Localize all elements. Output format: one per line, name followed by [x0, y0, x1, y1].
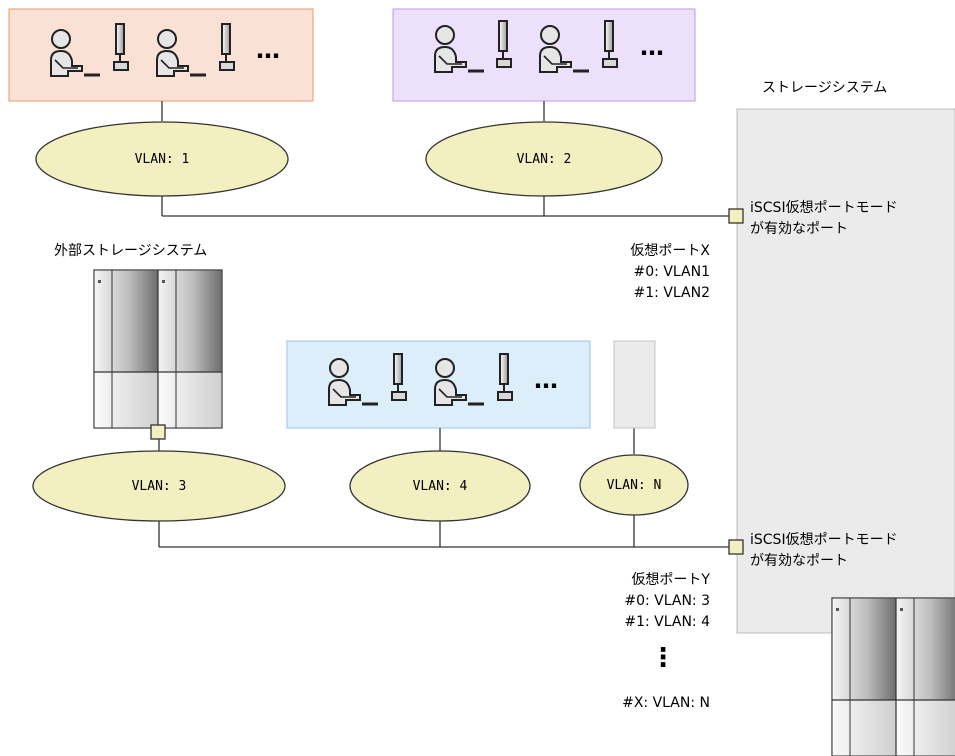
vlan-2-ellipse — [425, 121, 663, 197]
external-storage-rack-icon — [93, 269, 223, 429]
port-x-mode-label-line1: iSCSI仮想ポートモード — [750, 200, 898, 216]
external-storage-title: 外部ストレージシステム — [54, 243, 208, 259]
storage-system-rack-icon — [831, 597, 955, 756]
virtual-port-y-last-entry: #X: VLAN: N — [622, 695, 710, 711]
vlan-4-ellipse — [349, 450, 531, 522]
more-hosts-indicator-1: … — [256, 36, 282, 64]
port-x — [728, 208, 744, 224]
vlan-n-ellipse — [579, 454, 689, 516]
storage-system-title: ストレージシステム — [762, 80, 888, 96]
port-y — [728, 539, 744, 555]
vlan-1-label: VLAN: 1 — [134, 152, 190, 167]
storage-system-box — [736, 108, 955, 634]
vlan-n-device-placeholder — [613, 340, 656, 429]
vlan-2-label: VLAN: 2 — [516, 152, 572, 167]
virtual-port-x-title: 仮想ポートX — [630, 243, 710, 259]
port-y-mode-label-line2: が有効なポート — [750, 553, 848, 569]
port-y-mode-label-line1: iSCSI仮想ポートモード — [750, 532, 898, 548]
virtual-port-x-entry: #0: VLAN1 — [633, 264, 710, 280]
virtual-port-x-entry: #1: VLAN2 — [633, 285, 710, 301]
more-hosts-indicator-2: … — [640, 33, 666, 61]
vlan-4-label: VLAN: 4 — [412, 479, 468, 494]
virtual-port-y-ellipsis: ⋮ — [650, 643, 676, 673]
vlan-1-ellipse — [35, 121, 289, 197]
connection-lines — [158, 101, 729, 548]
vlan-3-label: VLAN: 3 — [131, 479, 187, 494]
virtual-port-y-entry: #1: VLAN: 4 — [624, 614, 710, 630]
vlan-n-label: VLAN: N — [606, 478, 662, 493]
virtual-port-y-title: 仮想ポートY — [631, 572, 710, 588]
vlan-3-ellipse — [32, 450, 286, 522]
external-storage-port — [150, 424, 166, 440]
virtual-port-y-entry: #0: VLAN: 3 — [624, 593, 710, 609]
more-hosts-indicator-4: … — [534, 366, 560, 394]
port-x-mode-label-line2: が有効なポート — [750, 221, 848, 237]
